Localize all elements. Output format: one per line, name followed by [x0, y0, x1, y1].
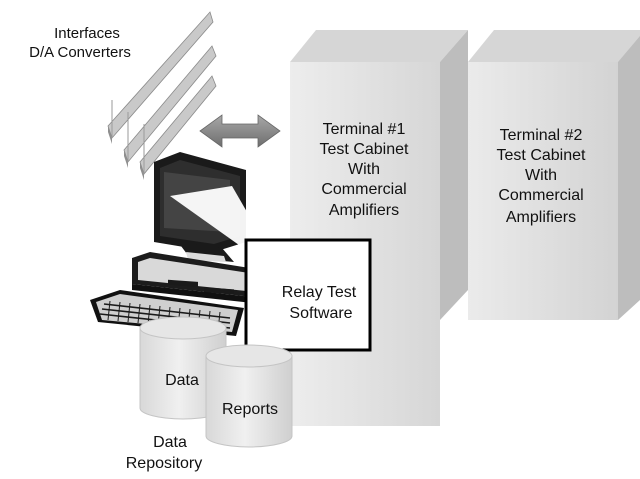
- cabinet-1-line-3: With: [348, 161, 380, 178]
- cabinet-2-line-5: Amplifiers: [506, 209, 576, 226]
- cabinet-2-side: [618, 36, 640, 320]
- data-database-icon: Data: [139, 316, 227, 420]
- software-box: Relay Test Software: [244, 238, 372, 352]
- cabinet-2-front: [468, 62, 618, 320]
- test-cabinet-1: [290, 30, 468, 426]
- cabinet-2-line-1: Terminal #2: [500, 127, 583, 144]
- repository-label-line1: Data: [153, 434, 187, 451]
- cabinet-1-line-1: Terminal #1: [323, 121, 406, 138]
- software-box-line-2: Software: [289, 305, 352, 322]
- test-cabinet-2: [468, 30, 640, 320]
- cabinet-1-line-5: Amplifiers: [329, 202, 399, 219]
- repository-label-line2: Repository: [126, 455, 202, 472]
- bidirectional-arrow: [199, 114, 281, 148]
- cabinet-1-side: [440, 30, 468, 320]
- interface-panel-2: [123, 45, 217, 168]
- interface-panel-1: [107, 11, 214, 144]
- cabinet-2-line-4: Commercial: [498, 187, 583, 204]
- interface-panels: [107, 11, 217, 180]
- cabinet-2-top: [468, 30, 640, 62]
- cabinet-2-line-3: With: [525, 167, 557, 184]
- cabinet-2-label: Terminal #2 Test Cabinet With Commercial…: [497, 127, 586, 226]
- cabinet-1-top: [290, 30, 468, 62]
- interfaces-label-line2: D/A Converters: [29, 44, 131, 61]
- interfaces-label-line1: Interfaces: [54, 25, 120, 42]
- screen-beam: [170, 186, 262, 250]
- cabinet-2-line-2: Test Cabinet: [497, 147, 586, 164]
- software-box-line-1: Relay Test: [282, 284, 357, 301]
- reports-database-label: Reports: [222, 401, 278, 418]
- desktop-unit-icon: [132, 252, 262, 304]
- reports-database-icon: Reports: [205, 344, 293, 448]
- cabinet-1-label: Terminal #1 Test Cabinet With Commercial…: [320, 121, 409, 219]
- interface-panel-3: [139, 75, 217, 180]
- computer-icon: [90, 152, 262, 336]
- data-database-label: Data: [165, 372, 199, 389]
- cabinet-1-line-4: Commercial: [321, 181, 406, 198]
- cabinet-1-line-2: Test Cabinet: [320, 141, 409, 158]
